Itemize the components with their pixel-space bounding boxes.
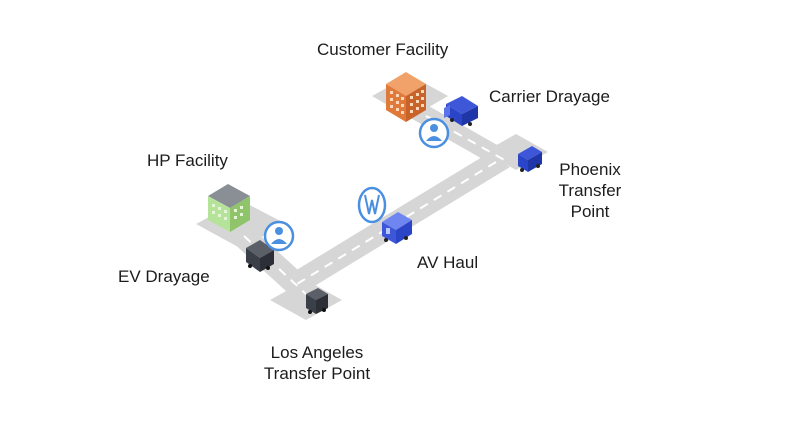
la-label-line-2: Transfer Point (263, 364, 371, 383)
av-haul-label: AV Haul (417, 253, 479, 272)
los-angeles-transfer-point-label: Los Angeles Transfer Point (248, 342, 386, 384)
autonomous-truck-icon (382, 212, 412, 244)
hp-facility-label: HP Facility (147, 151, 228, 170)
phoenix-truck-icon (518, 146, 542, 172)
la-truck-icon (306, 288, 328, 314)
hp-facility-building-icon (208, 184, 250, 232)
autonomous-logo-icon (357, 186, 387, 224)
phoenix-label-line-3: Point (570, 202, 610, 221)
ev-truck-icon (246, 240, 274, 272)
ev-drayage-label: EV Drayage (118, 267, 210, 286)
carrier-dash-line (411, 107, 509, 163)
phoenix-label-line-2: Transfer (558, 181, 622, 200)
customer-facility-building-icon (386, 72, 426, 122)
phoenix-transfer-point-label: Phoenix Transfer Point (553, 159, 627, 222)
phoenix-label-line-1: Phoenix (559, 160, 621, 179)
person-icon (418, 117, 450, 149)
carrier-drayage-label: Carrier Drayage (489, 87, 610, 106)
customer-facility-label: Customer Facility (317, 40, 449, 59)
carrier-truck-icon (444, 96, 478, 126)
person-icon (263, 220, 295, 252)
la-label-line-1: Los Angeles (270, 343, 364, 362)
